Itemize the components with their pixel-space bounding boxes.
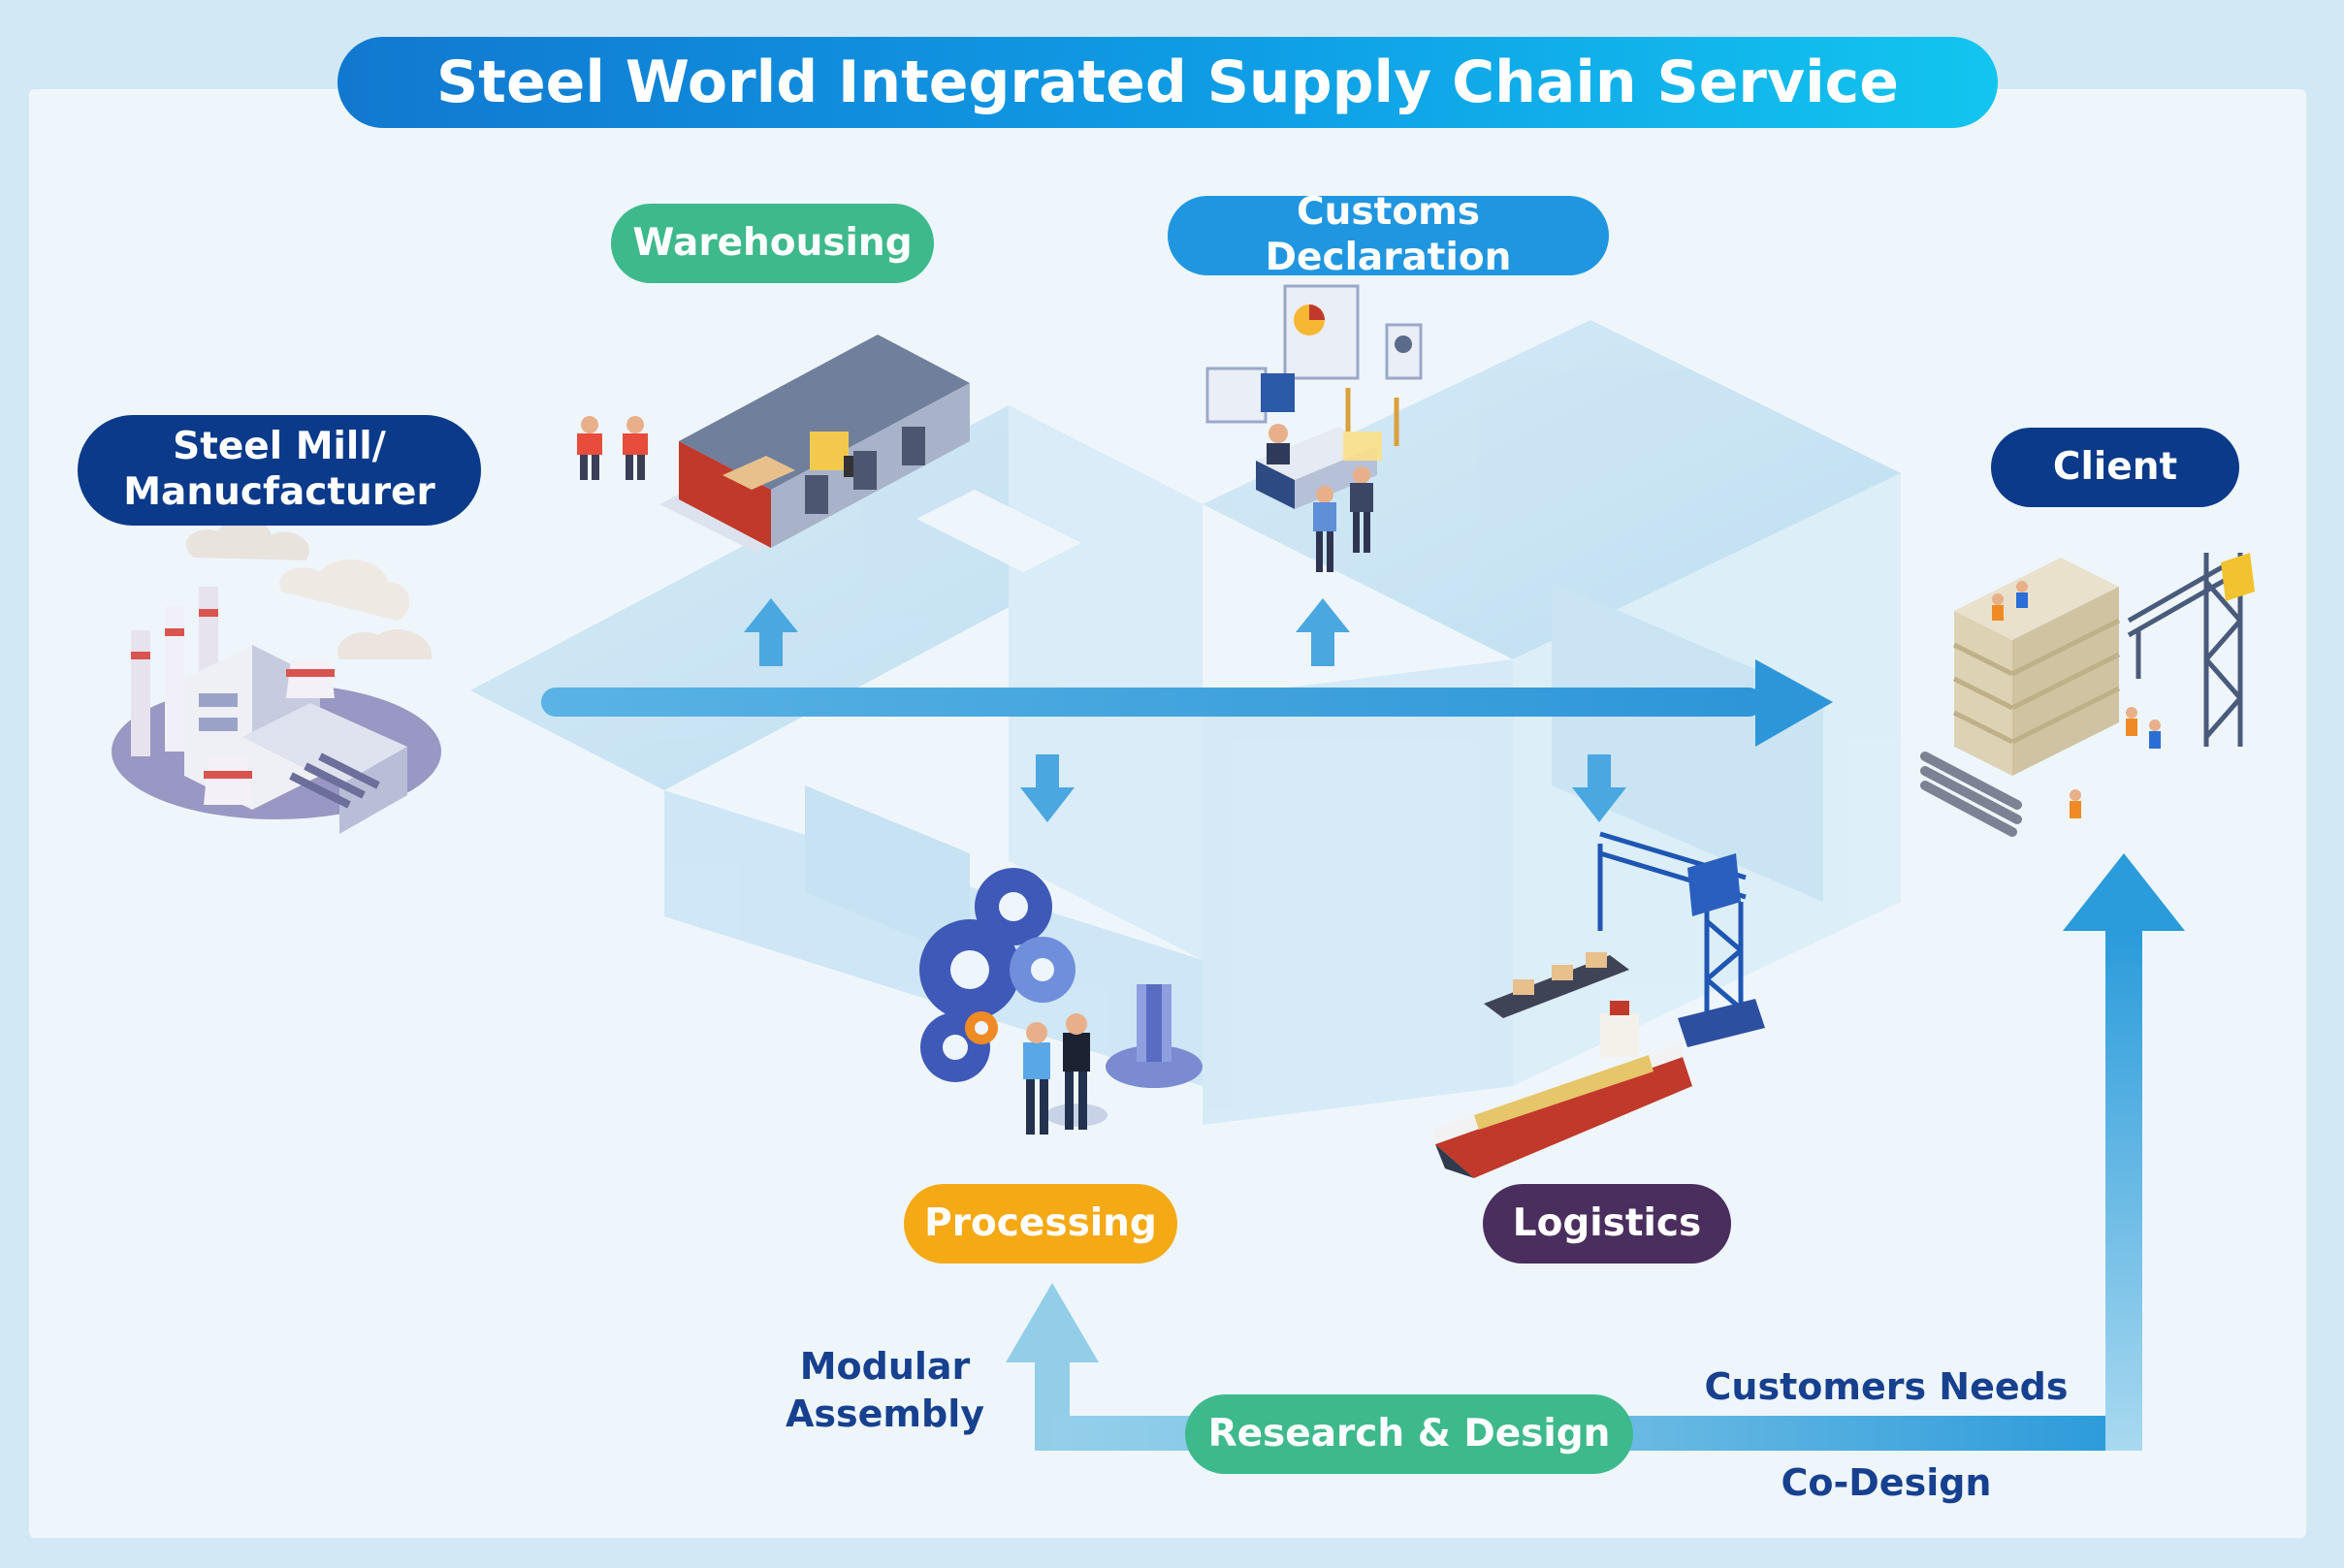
warehousing-label: Warehousing <box>611 204 934 283</box>
down-arrow-logistics <box>1572 754 1626 822</box>
research-design-label: Research & Design <box>1185 1394 1633 1474</box>
customs-declaration-label: Customs Declaration <box>1168 190 1609 279</box>
up-arrow-customs <box>1296 598 1350 666</box>
customs-office-icon <box>1205 284 1423 572</box>
construction-site-icon <box>1920 553 2255 837</box>
customers-needs-annotation: Customers Needs <box>1704 1365 2069 1408</box>
factory-icon <box>112 516 441 834</box>
up-arrow-warehousing <box>744 598 798 666</box>
up-arrowhead-processing <box>1006 1283 1099 1362</box>
steel-mill-line-2: Manucfacturer <box>123 470 435 514</box>
cargo-ship-crane-icon <box>1433 831 1765 1178</box>
main-arrowhead <box>1755 659 1833 747</box>
steel-mill-line-1: Steel Mill/ <box>173 425 386 469</box>
main-flow-arrow <box>541 659 1833 747</box>
co-design-annotation: Co-Design <box>1781 1461 1992 1504</box>
modular-assembly-annotation: Modular Assembly <box>776 1343 994 1439</box>
gears-icon <box>919 868 1203 1135</box>
steel-mill-label: Steel Mill/ Manucfacturer <box>78 415 481 526</box>
processing-label: Processing <box>904 1184 1177 1264</box>
branch-arrows <box>744 598 1626 822</box>
client-label: Client <box>1991 428 2239 507</box>
down-arrow-processing <box>1020 754 1075 822</box>
warehouse-icon <box>577 335 970 553</box>
modular-assembly-line-2: Assembly <box>785 1392 984 1436</box>
page-title: Steel World Integrated Supply Chain Serv… <box>337 37 1998 128</box>
modular-assembly-line-1: Modular <box>799 1345 971 1388</box>
up-arrowhead-client <box>2063 853 2185 931</box>
isometric-floor <box>470 320 1901 1125</box>
logistics-label: Logistics <box>1483 1184 1731 1264</box>
